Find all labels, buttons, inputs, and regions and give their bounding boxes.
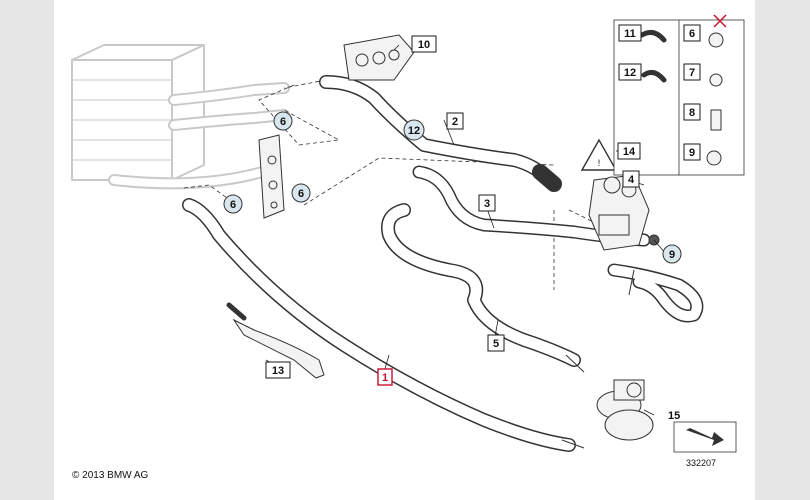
callout-12: 12 bbox=[403, 119, 425, 141]
callout-13: 13 bbox=[265, 361, 291, 379]
callout-15: 15 bbox=[668, 410, 680, 422]
drawing-number: 332207 bbox=[686, 458, 716, 468]
svg-text:14: 14 bbox=[623, 146, 636, 158]
svg-text:15: 15 bbox=[668, 410, 680, 422]
legend-labels: 11 6 12 7 8 9 bbox=[618, 24, 701, 161]
copyright-text: © 2013 BMW AG bbox=[72, 470, 149, 481]
callout-14: 14 bbox=[617, 142, 641, 160]
callout-6c: 6 bbox=[223, 194, 243, 214]
svg-text:2: 2 bbox=[452, 116, 458, 128]
svg-text:6: 6 bbox=[298, 188, 304, 200]
svg-text:6: 6 bbox=[280, 116, 286, 128]
callout-6a: 6 bbox=[273, 111, 293, 131]
hose-2 bbox=[319, 75, 562, 192]
hose-5 bbox=[381, 203, 585, 373]
svg-text:!: ! bbox=[598, 158, 601, 168]
parts-diagram: ! 10 2 12 bbox=[71, 14, 745, 481]
pipe-flange bbox=[258, 134, 285, 219]
bracket-10 bbox=[343, 34, 415, 81]
diagram-sheet: ! 10 2 12 bbox=[54, 0, 755, 500]
callout-10: 10 bbox=[411, 35, 437, 53]
svg-text:11: 11 bbox=[624, 28, 636, 40]
callout-2: 2 bbox=[446, 112, 464, 130]
callout-5: 5 bbox=[487, 334, 505, 352]
cable-tie-13 bbox=[226, 302, 325, 379]
svg-text:3: 3 bbox=[484, 198, 490, 210]
svg-text:8: 8 bbox=[689, 107, 695, 119]
svg-text:6: 6 bbox=[689, 28, 695, 40]
callout-6b: 6 bbox=[291, 183, 311, 203]
pump-15 bbox=[596, 379, 654, 441]
hose-return-loop bbox=[607, 263, 704, 323]
svg-text:9: 9 bbox=[689, 147, 695, 159]
svg-text:12: 12 bbox=[408, 125, 420, 137]
svg-text:10: 10 bbox=[418, 39, 430, 51]
callout-1: 1 bbox=[377, 368, 393, 386]
svg-text:5: 5 bbox=[493, 338, 499, 350]
heater-core-ghost bbox=[71, 44, 290, 190]
hose-1 bbox=[182, 198, 585, 452]
callout-3: 3 bbox=[478, 194, 496, 212]
drawing-arrow bbox=[673, 421, 737, 453]
svg-text:7: 7 bbox=[689, 67, 695, 79]
svg-text:9: 9 bbox=[669, 249, 675, 261]
svg-text:12: 12 bbox=[624, 67, 636, 79]
svg-text:4: 4 bbox=[628, 174, 635, 186]
valve-4 bbox=[588, 174, 660, 251]
svg-text:6: 6 bbox=[230, 199, 236, 211]
callout-4: 4 bbox=[622, 170, 640, 188]
callout-9: 9 bbox=[662, 244, 682, 264]
svg-text:13: 13 bbox=[272, 365, 284, 377]
svg-text:1: 1 bbox=[382, 372, 388, 384]
warning-triangle-14: ! bbox=[580, 138, 618, 171]
